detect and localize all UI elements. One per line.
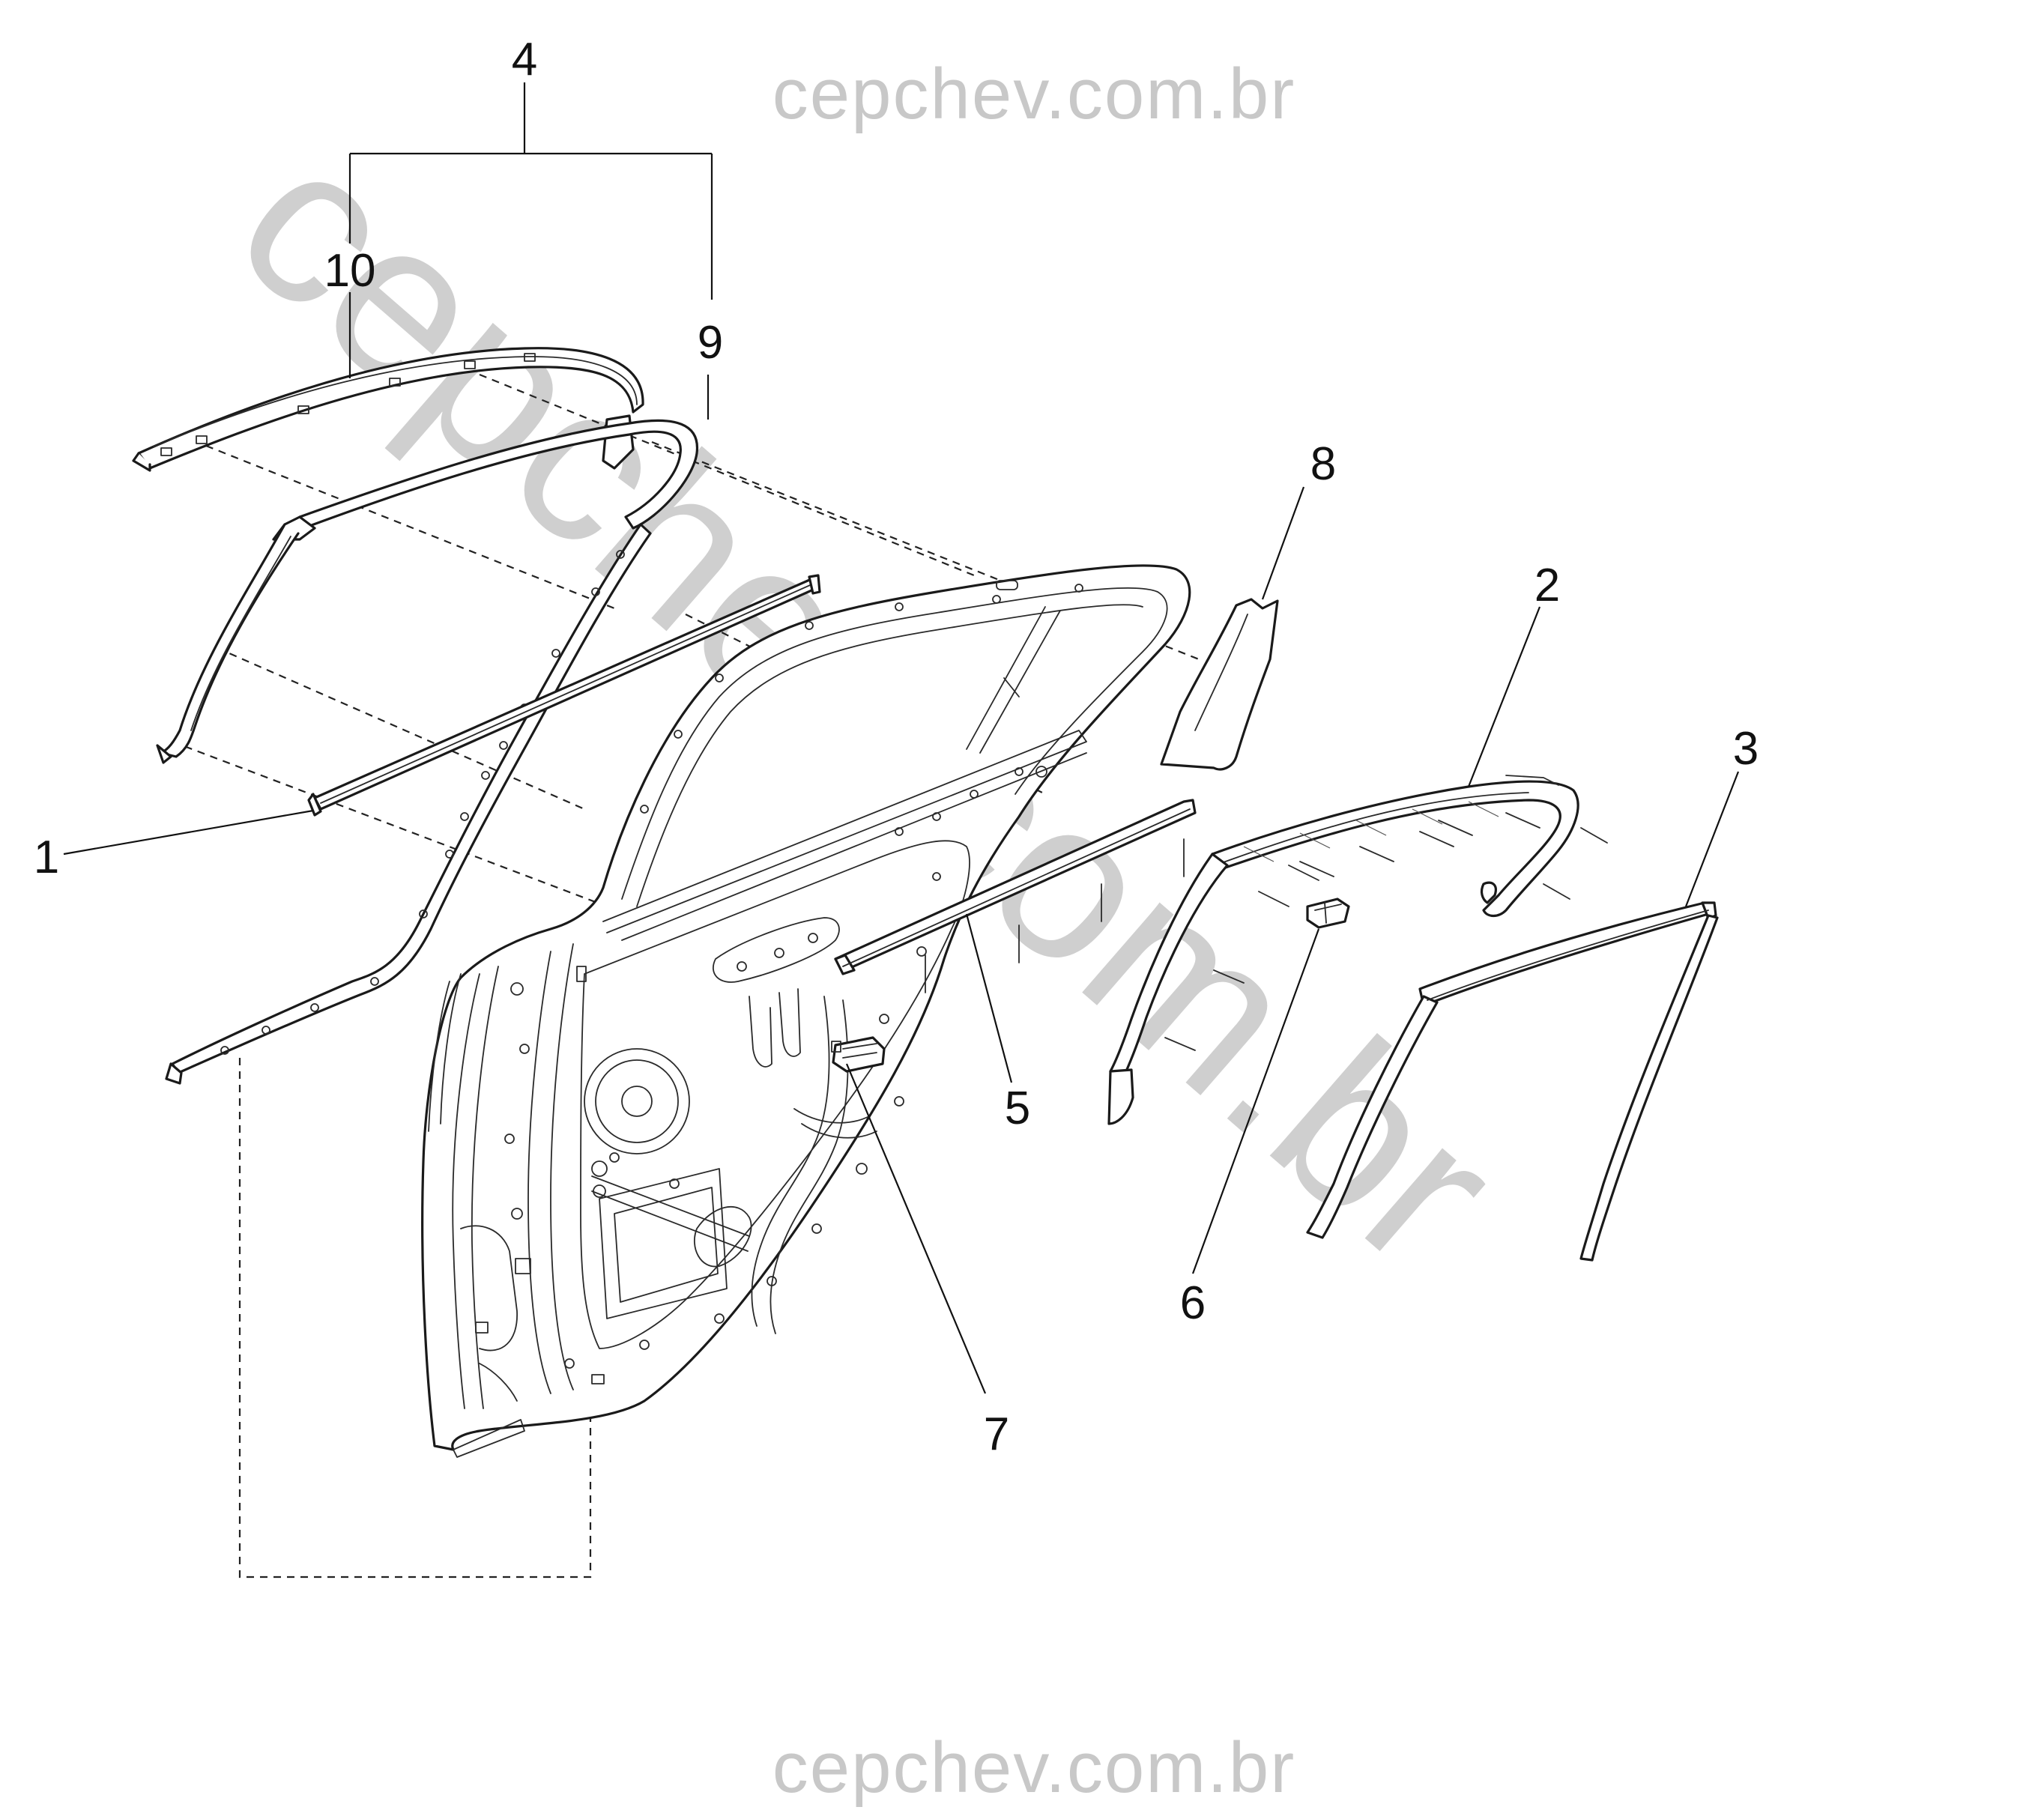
callout-6: 6 [1180, 1277, 1206, 1329]
part-5-belt-outer-molding [834, 799, 1197, 975]
callout-5: 5 [1005, 1083, 1030, 1134]
callout-1: 1 [34, 832, 59, 883]
callout-labels: 4 10 9 8 2 3 1 5 6 7 [34, 34, 1759, 1460]
callout-3: 3 [1733, 723, 1759, 775]
part-8-window-applique [1160, 598, 1279, 771]
part-2-glass-run-channel [1107, 775, 1608, 1125]
callout-8: 8 [1310, 438, 1336, 490]
callout-10: 10 [324, 245, 376, 297]
alignment-ticks [925, 838, 1185, 993]
part-9-frame-seal [156, 419, 699, 764]
door-inner-panel [421, 564, 1191, 1458]
part-1-belt-molding [307, 574, 821, 817]
part-6-clip [1306, 898, 1350, 929]
callout-7: 7 [984, 1408, 1009, 1460]
part-7-latch [831, 1036, 886, 1073]
part-outer-channel [165, 523, 652, 1085]
part-3-window-outer-molding [1306, 901, 1719, 1262]
watermark-bottom: cepchev.com.br [772, 1728, 1296, 1808]
watermark-top: cepchev.com.br [772, 54, 1296, 134]
callout-9: 9 [698, 317, 723, 369]
callout-2: 2 [1534, 560, 1560, 611]
callout-leaders [63, 82, 1740, 1394]
callout-4: 4 [512, 34, 537, 85]
